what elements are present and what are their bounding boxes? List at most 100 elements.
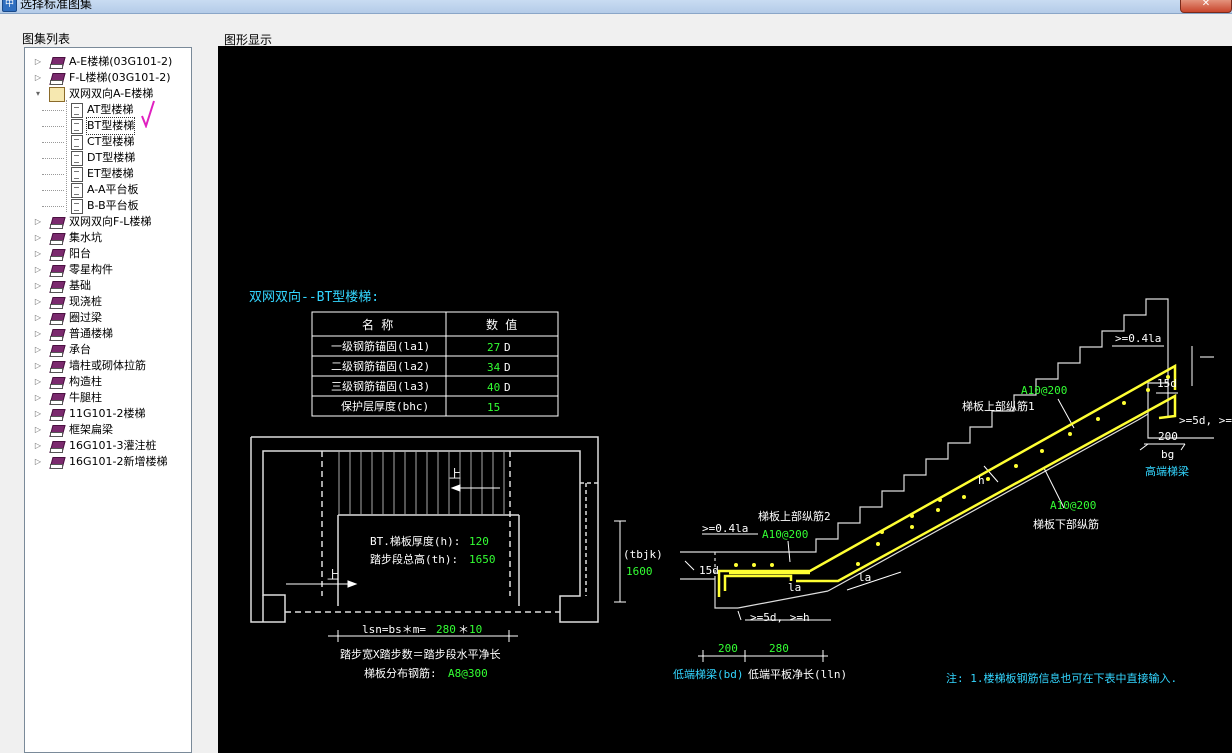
expand-arrow-icon[interactable]: ▷	[34, 249, 42, 258]
dim-280[interactable]: 280	[769, 642, 789, 655]
tree-folder-item[interactable]: ▷ 圈过梁	[25, 310, 189, 326]
close-button[interactable]: ✕	[1180, 0, 1232, 13]
expand-arrow-icon[interactable]: ▷	[34, 233, 42, 242]
tree-child-item[interactable]: ET型楼梯	[25, 166, 189, 182]
tree-child-item[interactable]: AT型楼梯	[25, 102, 189, 118]
book-icon	[49, 376, 66, 389]
table-header-name: 名 称	[362, 317, 393, 332]
tree-child-item[interactable]: B-B平台板	[25, 198, 189, 214]
tree-guide	[42, 126, 64, 127]
expand-arrow-icon[interactable]: ▷	[34, 361, 42, 370]
top-5d-label: >=5d, >=	[1179, 414, 1232, 427]
window-controls[interactable]	[1120, 0, 1180, 11]
tree-folder-item[interactable]: ▷承台	[25, 342, 189, 358]
table-row-value[interactable]: 34	[487, 361, 501, 374]
tree-folder-item[interactable]: ▷11G101-2楼梯	[25, 406, 189, 422]
document-icon	[71, 199, 83, 214]
tree-folder-item[interactable]: ▷16G101-2新增楼梯	[25, 454, 189, 470]
thickness-value[interactable]: 120	[469, 535, 489, 548]
book-icon	[49, 248, 66, 261]
expand-arrow-icon[interactable]: ▷	[34, 345, 42, 354]
tree-folder-item[interactable]: ▷ 16G101-3灌注桩	[25, 438, 189, 454]
tree-folder-item[interactable]: ▾双网双向A-E楼梯	[25, 86, 189, 102]
lower-rebar-spec[interactable]: A10@200	[1050, 499, 1096, 512]
table-row-unit: D	[504, 381, 511, 394]
expand-arrow-icon[interactable]: ▷	[34, 425, 42, 434]
expand-arrow-icon[interactable]: ▷	[34, 441, 42, 450]
tree-folder-item[interactable]: ▷F-L楼梯(03G101-2)	[25, 70, 189, 86]
tree-item-label: 16G101-3灌注桩	[69, 439, 157, 452]
thickness-label: BT.梯板厚度(h):	[370, 534, 460, 548]
low-beam-label: 低端梯梁(bd)	[673, 667, 744, 681]
expand-arrow-icon[interactable]: ▷	[34, 265, 42, 274]
top-15d-label: 15d	[1157, 377, 1177, 390]
table-row-value[interactable]: 15	[487, 401, 500, 414]
collapse-arrow-icon[interactable]: ▾	[35, 89, 40, 98]
expand-arrow-icon[interactable]: ▷	[34, 393, 42, 402]
tree-folder-item[interactable]: ▷ 现浇桩	[25, 294, 189, 310]
tree-item-label: 圈过梁	[69, 311, 102, 324]
tree-folder-item[interactable]: ▷双网双向F-L楼梯	[25, 214, 189, 230]
document-icon	[71, 103, 83, 118]
tree-folder-item[interactable]: ▷基础	[25, 278, 189, 294]
expand-arrow-icon[interactable]: ▷	[34, 377, 42, 386]
title-bar: 中 选择标准图集 ✕	[0, 0, 1232, 14]
book-icon	[49, 296, 66, 309]
tree-folder-item[interactable]: ▷ 框架扁梁	[25, 422, 189, 438]
expand-arrow-icon[interactable]: ▷	[34, 329, 42, 338]
book-icon	[49, 408, 66, 421]
upper-rebar-1-label: 梯板上部纵筋1	[962, 399, 1035, 413]
dist-value[interactable]: A8@300	[448, 667, 488, 680]
lower-rebar-label: 梯板下部纵筋	[1033, 517, 1099, 531]
tree-folder-item[interactable]: ▷ 构造柱	[25, 374, 189, 390]
expand-arrow-icon[interactable]: ▷	[34, 57, 42, 66]
la-label: la	[788, 581, 801, 594]
tree-item-label: 普通楼梯	[69, 327, 113, 340]
open-book-icon	[49, 87, 65, 102]
tree-folder-item[interactable]: ▷ A-E楼梯(03G101-2)	[25, 54, 189, 70]
height-value[interactable]: 1650	[469, 553, 496, 566]
tree-folder-item[interactable]: ▷阳台	[25, 246, 189, 262]
atlas-tree[interactable]: ▷ A-E楼梯(03G101-2) ▷F-L楼梯(03G101-2)▾双网双向A-E…	[24, 47, 192, 753]
book-icon	[49, 72, 66, 85]
table-row-unit: D	[504, 361, 511, 374]
book-icon	[49, 264, 66, 277]
dim-200[interactable]: 200	[718, 642, 738, 655]
tree-item-label: 框架扁梁	[69, 423, 113, 436]
book-icon	[49, 280, 66, 293]
tree-folder-item[interactable]: ▷集水坑	[25, 230, 189, 246]
expand-arrow-icon[interactable]: ▷	[34, 297, 42, 306]
tree-folder-item[interactable]: ▷零星构件	[25, 262, 189, 278]
tree-child-item[interactable]: DT型楼梯	[25, 150, 189, 166]
tree-child-item[interactable]: BT型楼梯	[25, 117, 189, 135]
document-icon	[71, 167, 83, 182]
tree-folder-item[interactable]: ▷牛腿柱	[25, 390, 189, 406]
lsn-bs-value[interactable]: 280	[436, 623, 456, 636]
tree-folder-item[interactable]: ▷ 普通楼梯	[25, 326, 189, 342]
expand-arrow-icon[interactable]: ▷	[34, 313, 42, 322]
upper-rebar-2-label: 梯板上部纵筋2	[758, 509, 831, 523]
tree-child-item[interactable]: A-A平台板	[25, 182, 189, 198]
tree-folder-item[interactable]: ▷墙柱或砌体拉筋	[25, 358, 189, 374]
table-row-value[interactable]: 40	[487, 381, 500, 394]
top-200-dim: 200	[1158, 430, 1178, 443]
tree-item-label: ET型楼梯	[87, 167, 134, 180]
top-rebar-spec[interactable]: A10@200	[1021, 384, 1067, 397]
table-row-value[interactable]: 27	[487, 341, 500, 354]
expand-arrow-icon[interactable]: ▷	[34, 409, 42, 418]
expand-arrow-icon[interactable]: ▷	[34, 73, 42, 82]
bottom-rebar-spec[interactable]: A10@200	[762, 528, 808, 541]
bottom-5d-label: >=5d, >=h	[750, 611, 810, 624]
lsn-m-value[interactable]: 10	[469, 623, 482, 636]
tree-child-item[interactable]: CT型楼梯	[25, 134, 189, 150]
expand-arrow-icon[interactable]: ▷	[34, 217, 42, 226]
tree-item-label: DT型楼梯	[87, 151, 136, 164]
expand-arrow-icon[interactable]: ▷	[34, 281, 42, 290]
expand-arrow-icon[interactable]: ▷	[34, 457, 42, 466]
tree-item-label: A-E楼梯(03G101-2)	[69, 55, 173, 68]
tree-item-label: 构造柱	[69, 375, 102, 388]
book-icon	[49, 456, 66, 469]
book-icon	[49, 392, 66, 405]
tbjk-value[interactable]: 1600	[626, 565, 653, 578]
tree-item-label: 现浇桩	[69, 295, 102, 308]
